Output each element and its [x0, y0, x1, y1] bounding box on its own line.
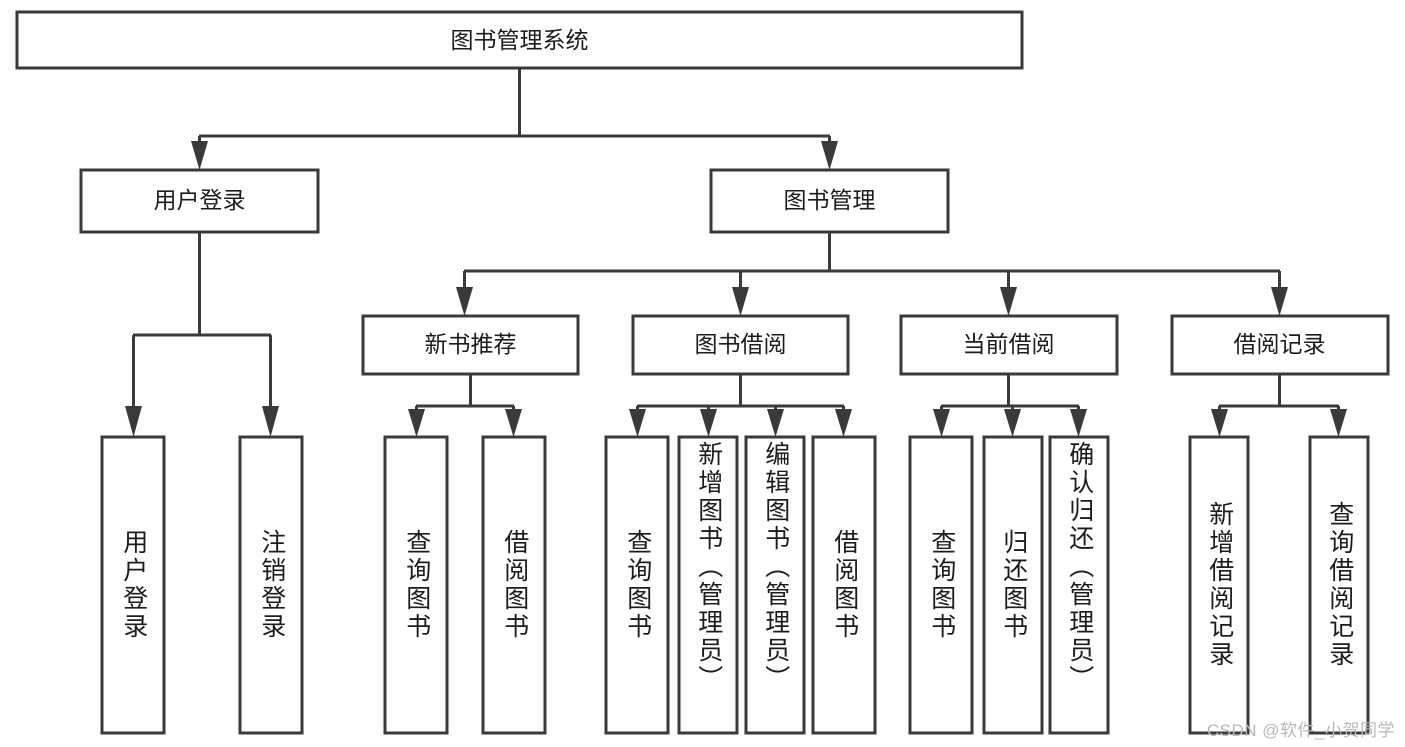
arrowhead-leaf-user-login: [125, 406, 142, 437]
node-book-borrow-box[interactable]: [631, 314, 850, 376]
node-leaf-add-book-box[interactable]: [677, 435, 739, 735]
node-user-login-label: 用户登录: [154, 187, 246, 213]
arrowhead-leaf-query-book-2: [629, 409, 646, 437]
node-borrow-record-box[interactable]: [1170, 314, 1390, 376]
connector-layer: [125, 68, 1347, 437]
node-new-book-rec-box[interactable]: [361, 314, 580, 376]
arrowhead-borrow-record: [1271, 287, 1288, 316]
node-book-manage-box[interactable]: [709, 168, 950, 234]
arrowhead-book-manage: [821, 141, 838, 170]
node-leaf-user-login-box[interactable]: [100, 435, 166, 735]
csdn-watermark: CSDN @软件_小贺同学: [1206, 721, 1395, 740]
arrowhead-new-book-rec: [456, 287, 473, 316]
arrowhead-book-borrow: [732, 287, 749, 316]
node-leaf-logout-box[interactable]: [238, 435, 304, 735]
arrowhead-leaf-borrow-book-2: [835, 409, 852, 437]
arrowhead-leaf-confirm-return: [1070, 409, 1087, 437]
arrowhead-leaf-borrow-book-1: [505, 409, 522, 437]
arrowhead-leaf-logout: [262, 406, 279, 437]
node-root-box[interactable]: [15, 10, 1024, 70]
node-book-manage[interactable]: 图书管理: [709, 168, 950, 234]
node-leaf-return-book-box[interactable]: [982, 435, 1044, 735]
node-user-login[interactable]: 用户登录: [79, 168, 320, 234]
node-current-borrow-box[interactable]: [899, 314, 1119, 376]
node-book-borrow[interactable]: 图书借阅: [631, 314, 850, 376]
arrowhead-leaf-query-book-3: [933, 409, 950, 437]
node-borrow-record[interactable]: 借阅记录: [1170, 314, 1390, 376]
node-leaf-borrow-book-1-box[interactable]: [481, 435, 547, 735]
leaf-box-layer: [100, 435, 1370, 735]
node-user-login-box[interactable]: [79, 168, 320, 234]
node-leaf-borrow-book-2-box[interactable]: [811, 435, 877, 735]
node-current-borrow-label: 当前借阅: [963, 331, 1055, 357]
node-leaf-edit-book-box[interactable]: [744, 435, 806, 735]
arrowhead-leaf-add-record: [1211, 409, 1228, 437]
node-leaf-confirm-return-box[interactable]: [1048, 435, 1110, 735]
node-leaf-query-book-3-box[interactable]: [908, 435, 974, 735]
arrowhead-current-borrow: [1000, 287, 1017, 316]
arrowhead-leaf-edit-book: [767, 409, 784, 437]
node-book-borrow-label: 图书借阅: [695, 331, 787, 357]
node-leaf-query-record-box[interactable]: [1308, 435, 1370, 735]
node-root-label: 图书管理系统: [451, 27, 589, 53]
node-new-book-rec[interactable]: 新书推荐: [361, 314, 580, 376]
arrowhead-leaf-return-book: [1004, 409, 1021, 437]
node-leaf-query-book-2-box[interactable]: [604, 435, 670, 735]
arrowhead-leaf-add-book: [700, 409, 717, 437]
arrowhead-leaf-query-book-1: [408, 409, 425, 437]
node-leaf-query-book-1-box[interactable]: [383, 435, 449, 735]
arrowhead-leaf-query-record: [1330, 409, 1347, 437]
node-root[interactable]: 图书管理系统: [15, 10, 1024, 70]
node-borrow-record-label: 借阅记录: [1234, 331, 1326, 357]
arrowhead-user-login: [191, 141, 208, 170]
node-leaf-add-record-box[interactable]: [1188, 435, 1250, 735]
node-book-manage-label: 图书管理: [784, 187, 876, 213]
node-current-borrow[interactable]: 当前借阅: [899, 314, 1119, 376]
node-new-book-rec-label: 新书推荐: [425, 331, 517, 357]
